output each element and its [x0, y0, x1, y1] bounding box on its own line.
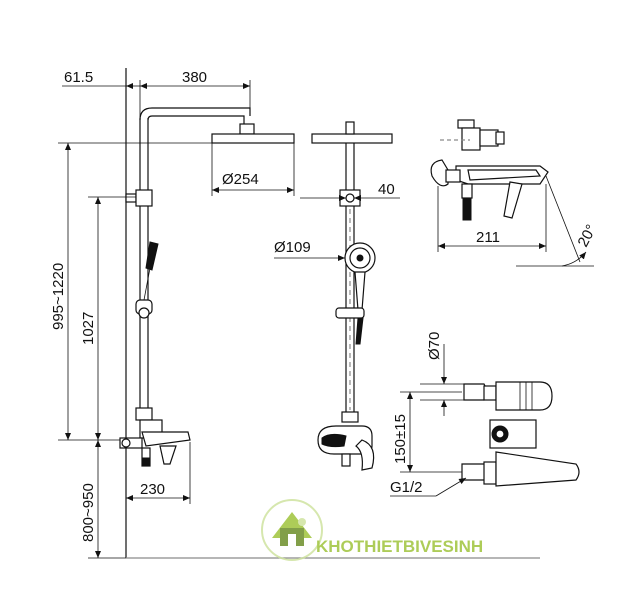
- front-view: 61.5 380 Ø254 995~1220 1027 800~950 230: [50, 68, 540, 559]
- dim-dia-70: Ø70: [426, 332, 443, 360]
- dim-height-995-1220: 995~1220: [50, 263, 67, 330]
- dim-hand-109: Ø109: [274, 239, 311, 256]
- house-logo-icon: [261, 499, 323, 561]
- dim-spacing-150: 150±15: [392, 414, 409, 464]
- valve-front-view: Ø70 150±15 G1/2: [390, 332, 580, 497]
- dim-thread-g12: G1/2: [390, 479, 423, 496]
- dim-height-1027: 1027: [80, 312, 97, 345]
- watermark: KHOTHIETBIVESINH: [261, 499, 483, 561]
- valve-side-view: 211 20°: [430, 119, 601, 267]
- watermark-text: KHOTHIETBIVESINH: [316, 537, 483, 556]
- dim-height-800-950: 800~950: [80, 483, 97, 542]
- dim-arm-380: 380: [182, 69, 207, 86]
- dim-angle-20: 20°: [575, 222, 601, 250]
- dim-valve-211: 211: [476, 229, 500, 246]
- dim-offset-61-5: 61.5: [64, 69, 93, 86]
- dim-head-40: 40: [378, 181, 395, 198]
- dim-width-230: 230: [140, 481, 165, 498]
- side-view: 40 Ø109: [274, 121, 400, 471]
- dim-head-254: Ø254: [222, 171, 259, 188]
